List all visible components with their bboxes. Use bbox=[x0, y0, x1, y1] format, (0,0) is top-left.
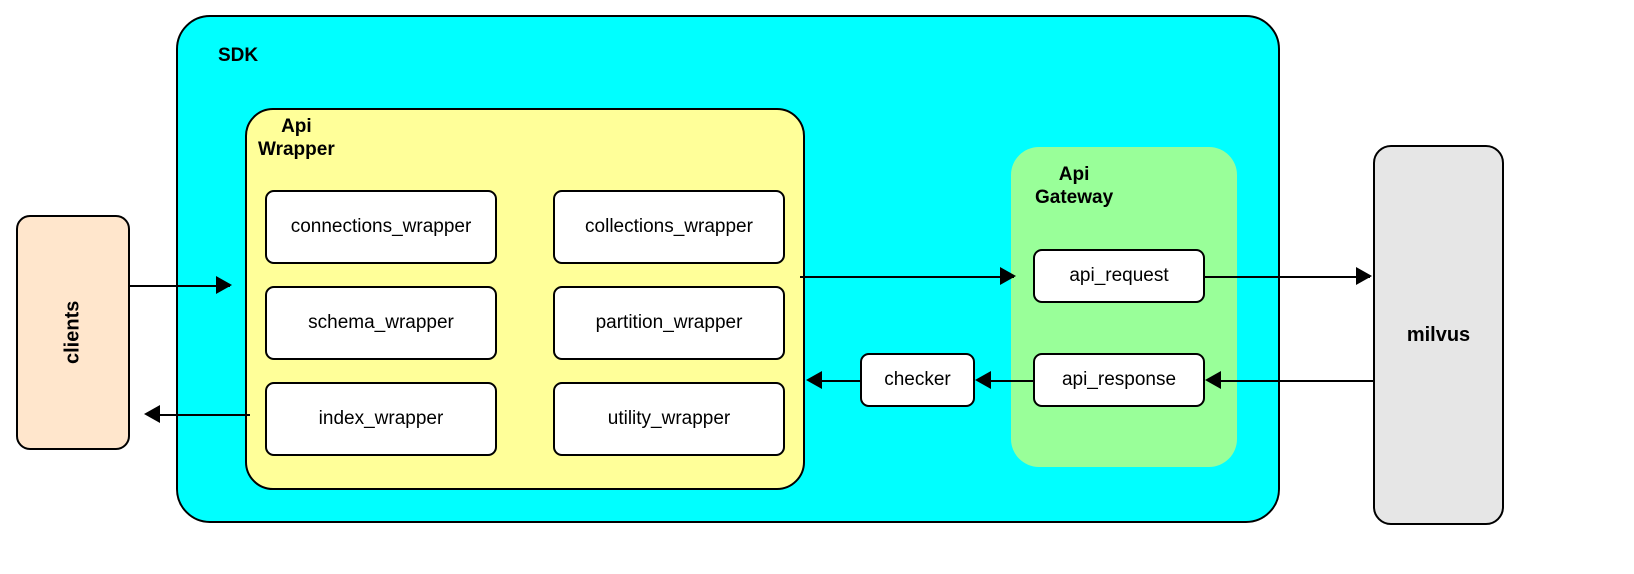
milvus-label: milvus bbox=[1406, 323, 1471, 346]
edge-request-to-milvus-arrowhead bbox=[1356, 267, 1372, 285]
node-label: collections_wrapper bbox=[585, 216, 753, 237]
edge-request-to-milvus-line bbox=[1205, 276, 1370, 278]
api-gateway-container bbox=[1011, 147, 1237, 467]
node-label: index_wrapper bbox=[318, 408, 444, 429]
node-utility-wrapper[interactable]: utility_wrapper bbox=[553, 382, 785, 456]
node-index-wrapper[interactable]: index_wrapper bbox=[265, 382, 497, 456]
node-label: schema_wrapper bbox=[308, 312, 454, 333]
node-partition-wrapper[interactable]: partition_wrapper bbox=[553, 286, 785, 360]
node-connections-wrapper[interactable]: connections_wrapper bbox=[265, 190, 497, 264]
node-milvus[interactable]: milvus bbox=[1373, 145, 1504, 525]
edge-milvus-to-response-line bbox=[1215, 380, 1373, 382]
node-label: checker bbox=[884, 369, 951, 390]
node-label: utility_wrapper bbox=[607, 408, 731, 429]
edge-checker-to-wrapper-arrowhead bbox=[806, 371, 822, 389]
sdk-container-label: SDK bbox=[218, 45, 259, 66]
node-label: connections_wrapper bbox=[290, 216, 472, 237]
clients-label: clients bbox=[61, 300, 84, 365]
node-label: api_request bbox=[1069, 265, 1169, 286]
edge-milvus-to-response-arrowhead bbox=[1205, 371, 1221, 389]
node-label: api_response bbox=[1061, 369, 1177, 390]
api-gateway-container-label: Api Gateway bbox=[1035, 164, 1114, 209]
edge-clients-to-sdk-arrowhead bbox=[216, 276, 232, 294]
node-api-response[interactable]: api_response bbox=[1033, 353, 1205, 407]
node-clients[interactable]: clients bbox=[16, 215, 130, 450]
node-collections-wrapper[interactable]: collections_wrapper bbox=[553, 190, 785, 264]
node-checker[interactable]: checker bbox=[860, 353, 975, 407]
edge-sdk-to-clients-line bbox=[160, 414, 250, 416]
edge-clients-to-sdk-line bbox=[130, 285, 230, 287]
edge-response-to-checker-line bbox=[990, 380, 1034, 382]
edge-wrapper-to-request-line bbox=[800, 276, 1014, 278]
node-schema-wrapper[interactable]: schema_wrapper bbox=[265, 286, 497, 360]
node-label: partition_wrapper bbox=[595, 312, 743, 333]
edge-checker-to-wrapper-line bbox=[822, 380, 860, 382]
api-wrapper-container-label: Api Wrapper bbox=[258, 116, 335, 161]
node-api-request[interactable]: api_request bbox=[1033, 249, 1205, 303]
edge-response-to-checker-arrowhead bbox=[975, 371, 991, 389]
edge-sdk-to-clients-arrowhead bbox=[144, 405, 160, 423]
edge-wrapper-to-request-arrowhead bbox=[1000, 267, 1016, 285]
